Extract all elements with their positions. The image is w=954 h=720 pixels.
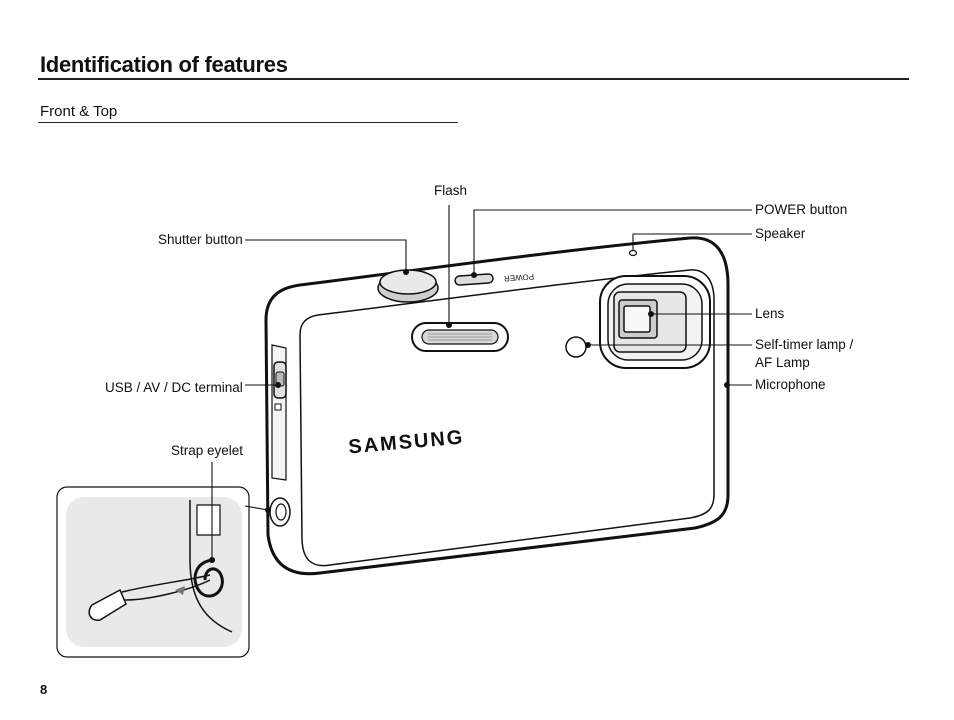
shutter-button-shape <box>377 269 439 303</box>
callout-dots <box>209 269 730 563</box>
lens-assembly <box>599 275 711 369</box>
label-power-button: POWER button <box>755 202 848 217</box>
page-title: Identification of features <box>40 52 288 77</box>
label-speaker: Speaker <box>755 226 806 241</box>
label-lens: Lens <box>755 306 785 321</box>
callout-shutter <box>245 239 407 272</box>
label-microphone: Microphone <box>755 377 826 392</box>
title-rule <box>38 78 909 80</box>
label-usb-terminal: USB / AV / DC terminal <box>105 380 243 395</box>
label-flash: Flash <box>434 183 468 198</box>
power-text: POWER <box>503 272 534 283</box>
label-shutter-button: Shutter button <box>158 232 243 247</box>
callout-lines <box>211 205 752 560</box>
strap-eyelet-inset <box>56 486 250 658</box>
flash-window <box>411 322 509 352</box>
label-self-timer-line2: AF Lamp <box>755 355 810 370</box>
speaker-hole <box>628 249 638 257</box>
label-self-timer-line1: Self-timer lamp / <box>755 337 854 352</box>
page-number: 8 <box>40 682 48 697</box>
subtitle-rule <box>38 122 458 123</box>
self-timer-lamp <box>565 336 587 358</box>
callout-power <box>473 209 752 275</box>
section-subtitle: Front & Top <box>40 103 118 120</box>
callout-speaker <box>632 233 752 250</box>
label-strap-eyelet: Strap eyelet <box>171 443 244 458</box>
callout-strap <box>244 505 269 511</box>
